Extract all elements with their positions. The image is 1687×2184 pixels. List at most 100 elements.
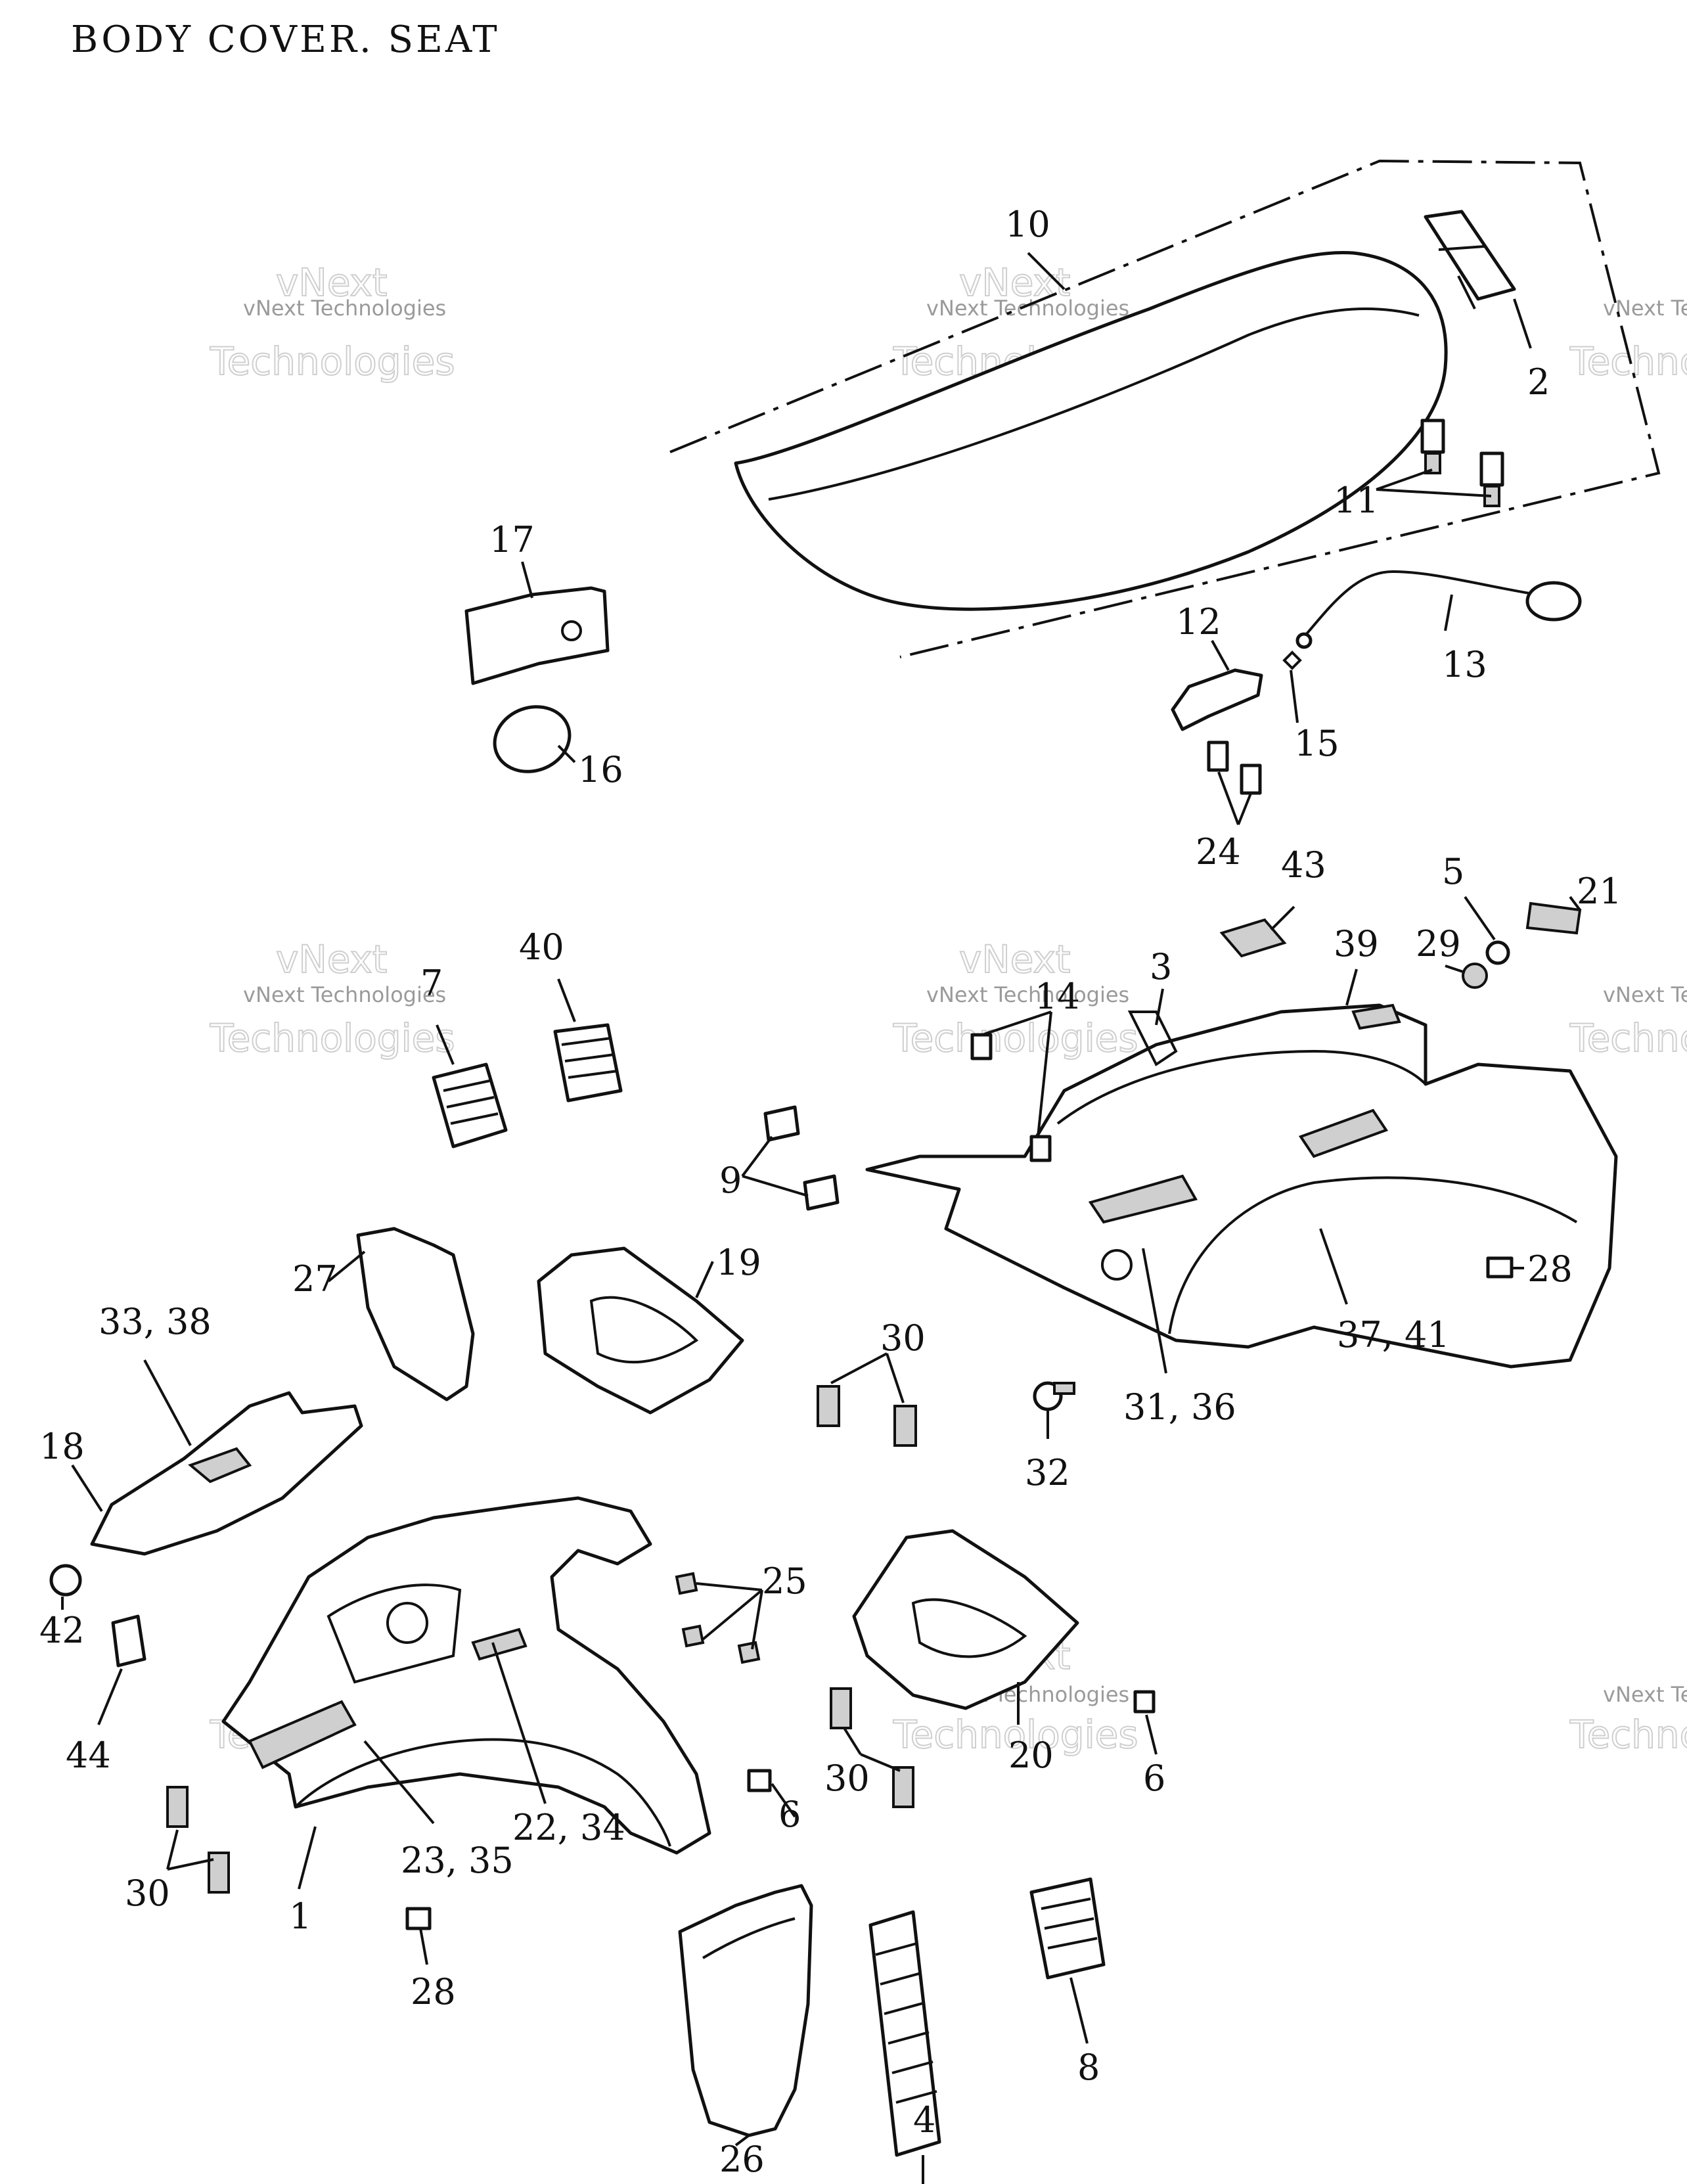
watermark-text: vNext Technologies <box>1603 1682 1687 1707</box>
watermark-text: vNext Technologies <box>243 982 446 1007</box>
mud-flap-26 <box>678 1884 813 2137</box>
callout-30-left: 30 <box>125 1873 170 1914</box>
callout-37-41: 37, 41 <box>1337 1314 1450 1355</box>
callout-27: 27 <box>292 1258 338 1300</box>
callout-10: 10 <box>1005 204 1050 245</box>
callout-4: 4 <box>913 2099 935 2141</box>
label-40 <box>553 1023 623 1103</box>
screw-28-right <box>1486 1256 1514 1279</box>
screw-32 <box>1033 1381 1075 1411</box>
clip-44 <box>111 1614 146 1668</box>
mud-flap-27 <box>356 1227 475 1401</box>
seat-lock-bolts <box>1420 419 1504 507</box>
watermark-text: Technologies <box>1569 1712 1687 1757</box>
clips-25 <box>675 1572 761 1664</box>
front-fender-assembly <box>221 1496 711 1855</box>
seat <box>734 251 1448 611</box>
callout-12: 12 <box>1176 601 1221 643</box>
washer <box>1462 963 1488 989</box>
callout-11: 11 <box>1334 480 1379 521</box>
screws-30-center <box>817 1385 917 1447</box>
callout-26: 26 <box>719 2139 765 2180</box>
watermark-1: Technologies vNext vNext Technologies <box>209 260 456 384</box>
watermark-6: Technologies vNext Technologies <box>1569 982 1687 1061</box>
callout-19: 19 <box>716 1242 761 1283</box>
callout-6-left: 6 <box>778 1794 801 1835</box>
cable-clip <box>1282 650 1302 670</box>
callout-24: 24 <box>1196 831 1241 873</box>
callout-16: 16 <box>578 749 623 790</box>
watermark-text: vNext <box>959 260 1070 305</box>
callout-31-36: 31, 36 <box>1123 1386 1236 1428</box>
label-7 <box>432 1062 508 1149</box>
callout-14: 14 <box>1035 976 1080 1017</box>
watermark-text: vNext Technologies <box>926 296 1129 321</box>
front-panel-18-vent <box>188 1447 252 1484</box>
leader-lines <box>61 252 1581 2184</box>
nut-clips-9 <box>763 1105 840 1211</box>
screws-30-left <box>166 1786 230 1894</box>
mud-flap-26-ridge <box>702 1917 796 1959</box>
bracket-bolts <box>1207 740 1262 795</box>
screw-28-left <box>405 1907 432 1930</box>
screws-6 <box>747 1690 1156 1792</box>
callout-44: 44 <box>66 1735 111 1776</box>
watermark-text: vNext Technologies <box>1603 982 1687 1007</box>
callout-32: 32 <box>1025 1452 1070 1493</box>
watermark-text: vNext <box>959 937 1070 982</box>
label-7-lines <box>443 1080 499 1125</box>
watermark-9: Technologies vNext Technologies <box>1569 1682 1687 1758</box>
seat-seam <box>768 307 1420 501</box>
label-8 <box>1029 1877 1106 1980</box>
callout-20: 20 <box>1008 1735 1054 1776</box>
callout-23-35: 23, 35 <box>401 1840 514 1881</box>
callout-6-right: 6 <box>1143 1758 1165 1799</box>
clip-21 <box>1525 901 1582 935</box>
callout-30-right: 30 <box>824 1758 870 1799</box>
nut <box>1485 940 1510 965</box>
grommet-42 <box>49 1564 82 1597</box>
callout-8: 8 <box>1077 2047 1100 2088</box>
callout-13: 13 <box>1442 644 1487 685</box>
callout-39: 39 <box>1334 923 1379 965</box>
callout-9: 9 <box>719 1160 742 1201</box>
rear-fender-assembly <box>865 1003 1618 1369</box>
decal-sheet-4 <box>868 1910 941 2157</box>
watermark-text: Technologies <box>1569 339 1687 384</box>
callout-21: 21 <box>1577 871 1622 912</box>
watermark-text: Technologies <box>210 339 455 384</box>
seal-ring <box>493 705 572 773</box>
side-panel-19 <box>537 1246 744 1415</box>
callout-labels: 10 2 11 17 12 13 16 15 24 43 5 21 29 39 … <box>39 204 1622 2180</box>
fender-bolts-14 <box>970 1033 1052 1162</box>
side-panel-19-inner <box>589 1296 699 1364</box>
seat-lock-bracket <box>1171 668 1263 731</box>
watermark-text: vNext Technologies <box>926 982 1129 1007</box>
watermark-text: Technologies <box>1569 1016 1687 1060</box>
watermark-text: vNext <box>276 937 387 982</box>
watermark-text: vNext <box>276 260 387 305</box>
watermark-text: vNext Technologies <box>243 296 446 321</box>
callout-40: 40 <box>519 926 564 968</box>
watermark-3: Technologies vNext Technologies <box>1569 296 1687 384</box>
callout-18: 18 <box>39 1426 85 1467</box>
callout-28-right: 28 <box>1527 1248 1573 1290</box>
cover-plate-hole <box>561 620 582 641</box>
callout-22-34: 22, 34 <box>512 1807 625 1848</box>
callout-42: 42 <box>39 1610 85 1651</box>
watermark-text: Technologies <box>893 1712 1138 1757</box>
callout-30-center: 30 <box>880 1317 926 1359</box>
callout-3: 3 <box>1150 946 1172 988</box>
callout-1: 1 <box>289 1896 311 1937</box>
watermark-4: Technologies vNext vNext Technologies <box>209 936 456 1061</box>
label-40-lines <box>561 1037 618 1079</box>
seat-bracket <box>1424 210 1516 309</box>
seat-lock-cable <box>1295 570 1582 649</box>
callout-5: 5 <box>1442 851 1464 892</box>
watermark-5: Technologies vNext vNext Technologies <box>892 936 1139 1061</box>
page-title: BODY COVER. SEAT <box>71 18 500 61</box>
callout-17: 17 <box>489 519 535 560</box>
side-panel-20-inner <box>911 1598 1027 1658</box>
callout-33-38: 33, 38 <box>99 1301 212 1342</box>
label-8-lines <box>1041 1898 1098 1949</box>
